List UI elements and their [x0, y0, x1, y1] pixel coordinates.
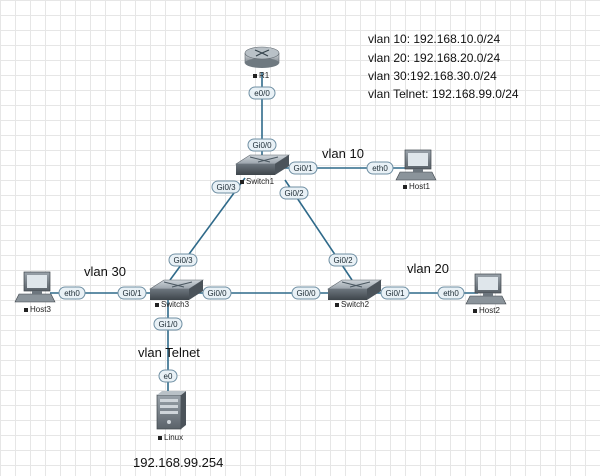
port-linux-e0: e0 [158, 369, 178, 383]
host-host1[interactable]: Host1 [395, 149, 437, 191]
legend-line-vlan20: vlan 20: 192.168.20.0/24 [368, 51, 500, 65]
host-host3[interactable]: Host3 [14, 271, 56, 314]
vlan-subnet-legend: vlan 10: 192.168.10.0/24 vlan 20: 192.16… [368, 32, 519, 101]
label-vlan-10: vlan 10 [322, 146, 364, 161]
svg-text:Host2: Host2 [479, 306, 500, 315]
server-icon [156, 391, 186, 430]
port-switch2-gi0-2: Gi0/2 [328, 253, 358, 267]
port-switch2-gi0-0: Gi0/0 [291, 286, 321, 300]
switch-switch1[interactable]: Switch1 [234, 154, 291, 186]
port-switch1-gi0-2: Gi0/2 [279, 186, 309, 200]
port-switch2-gi0-1: Gi0/1 [380, 286, 410, 300]
label-linux-ip: 192.168.99.254 [133, 455, 223, 470]
svg-text:Gi0/0: Gi0/0 [207, 289, 227, 298]
svg-text:Switch1: Switch1 [246, 177, 275, 186]
switch-icon [234, 154, 291, 175]
svg-text:Gi0/1: Gi0/1 [122, 289, 142, 298]
svg-text:e0: e0 [164, 372, 173, 381]
port-switch3-gi0-0: Gi0/0 [202, 286, 232, 300]
switch-icon [326, 279, 383, 300]
svg-text:Linux: Linux [164, 433, 183, 442]
port-host3-eth0: eth0 [58, 286, 86, 300]
pc-icon [14, 271, 56, 303]
port-switch1-gi0-1: Gi0/1 [288, 161, 318, 175]
label-vlan-30: vlan 30 [84, 264, 126, 279]
pc-icon [395, 149, 437, 181]
port-switch3-gi0-1: Gi0/1 [117, 286, 147, 300]
svg-text:Gi0/2: Gi0/2 [284, 189, 304, 198]
svg-text:Host3: Host3 [30, 305, 51, 314]
svg-text:Gi0/0: Gi0/0 [252, 141, 272, 150]
svg-text:Gi0/3: Gi0/3 [173, 256, 193, 265]
switch-switch3[interactable]: Switch3 [148, 279, 205, 309]
label-vlan-telnet: vlan Telnet [138, 345, 200, 360]
svg-text:Host1: Host1 [409, 182, 430, 191]
svg-text:Switch2: Switch2 [341, 300, 370, 309]
port-switch1-gi0-0: Gi0/0 [247, 138, 277, 152]
svg-text:Gi0/2: Gi0/2 [333, 256, 353, 265]
svg-text:R1: R1 [259, 71, 270, 80]
label-vlan-20: vlan 20 [407, 261, 449, 276]
svg-text:eth0: eth0 [372, 164, 388, 173]
svg-text:eth0: eth0 [443, 289, 459, 298]
svg-text:Gi1/0: Gi1/0 [158, 320, 178, 329]
svg-text:eth0: eth0 [64, 289, 80, 298]
legend-line-vlan30: vlan 30:192.168.30.0/24 [368, 69, 497, 83]
svg-text:Gi0/0: Gi0/0 [296, 289, 316, 298]
server-linux[interactable]: Linux [156, 391, 186, 442]
legend-line-vlan10: vlan 10: 192.168.10.0/24 [368, 32, 500, 46]
host-host2[interactable]: Host2 [465, 273, 507, 315]
svg-text:Gi0/1: Gi0/1 [293, 164, 313, 173]
router-icon [244, 46, 280, 68]
port-switch1-gi0-3: Gi0/3 [211, 180, 241, 194]
svg-text:e0/0: e0/0 [254, 89, 270, 98]
switch-switch2[interactable]: Switch2 [326, 279, 383, 309]
switch-icon [148, 279, 205, 300]
port-switch3-gi0-3: Gi0/3 [168, 253, 198, 267]
svg-text:Switch3: Switch3 [161, 300, 190, 309]
router-r1[interactable]: R1 [244, 46, 280, 80]
legend-line-vlan-telnet: vlan Telnet: 192.168.99.0/24 [368, 87, 519, 101]
pc-icon [465, 273, 507, 305]
port-host1-eth0: eth0 [366, 161, 394, 175]
port-r1-e0-0: e0/0 [248, 86, 276, 100]
port-switch3-gi1-0: Gi1/0 [153, 317, 183, 331]
port-host2-eth0: eth0 [437, 286, 465, 300]
svg-text:Gi0/1: Gi0/1 [385, 289, 405, 298]
svg-text:Gi0/3: Gi0/3 [216, 183, 236, 192]
